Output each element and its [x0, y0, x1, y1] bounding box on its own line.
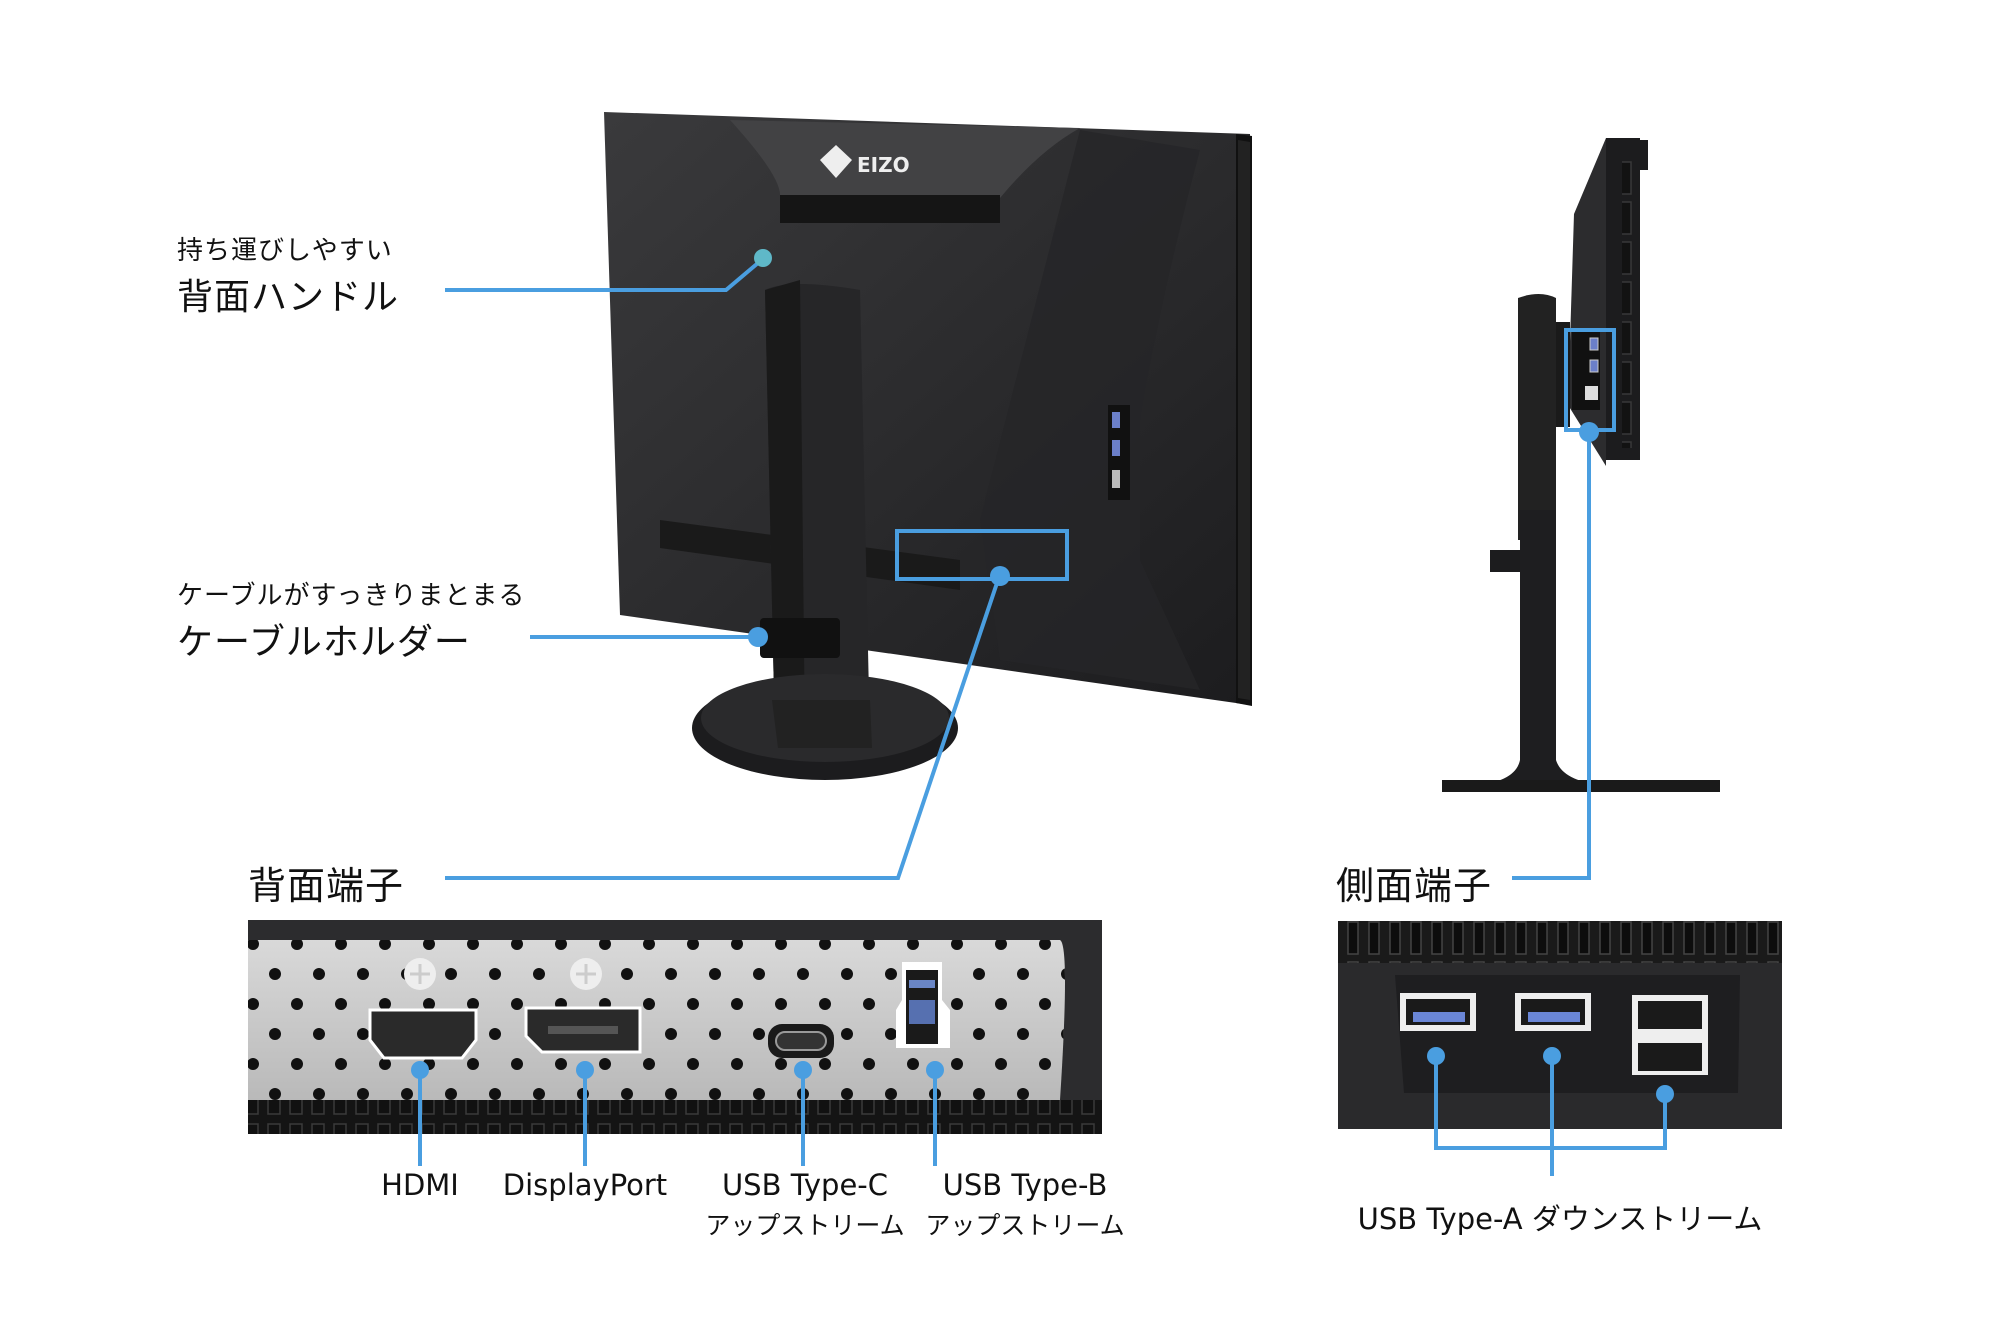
usb-c-port [768, 1024, 834, 1058]
rear-ports-closeup [248, 920, 1102, 1166]
displayport-label: DisplayPort [502, 1168, 668, 1202]
usb-a-port-1 [1400, 993, 1476, 1031]
cable-holder-subtitle: ケーブルがすっきりまとまる [177, 581, 526, 611]
hdmi-port [368, 1008, 478, 1060]
hdmi-label: HDMI [381, 1168, 459, 1202]
cable-holder-title: ケーブルホルダー [177, 622, 471, 663]
monitor-side-view [1442, 138, 1720, 792]
brand-text: EIZO [857, 153, 910, 177]
eizo-logo: EIZO [820, 145, 910, 178]
side-ports-leader [1512, 432, 1591, 880]
rear-port-highlight [895, 529, 1069, 581]
usb-c-label: USB Type-C [721, 1168, 889, 1202]
side-ports-closeup [1338, 921, 1782, 1176]
monitor-rear-view: EIZO [604, 112, 1252, 780]
handle-leader [445, 261, 760, 292]
handle-dot [754, 249, 772, 267]
side-ports-dot [1579, 422, 1599, 442]
callout-lines [445, 249, 1599, 880]
handle-subtitle: 持ち運びしやすい [177, 236, 393, 266]
usb-c-sublabel: アップストリーム [705, 1211, 905, 1240]
rear-ports-title: 背面端子 [248, 864, 405, 908]
rear-ports-dot [990, 566, 1010, 586]
displayport-port [524, 1006, 642, 1054]
cable-holder-dot [748, 627, 768, 647]
usb-b-label: USB Type-B [942, 1168, 1108, 1202]
usb-b-port [896, 962, 950, 1048]
usb-a-port-dual [1632, 995, 1708, 1075]
usb-b-sublabel: アップストリーム [925, 1211, 1125, 1240]
rear-ports-leader [445, 579, 1000, 880]
side-ports-title: 側面端子 [1336, 864, 1493, 908]
usb-a-port-2 [1515, 993, 1591, 1031]
usb-a-label: USB Type-A ダウンストリーム [1357, 1202, 1763, 1236]
handle-title: 背面ハンドル [177, 277, 400, 318]
